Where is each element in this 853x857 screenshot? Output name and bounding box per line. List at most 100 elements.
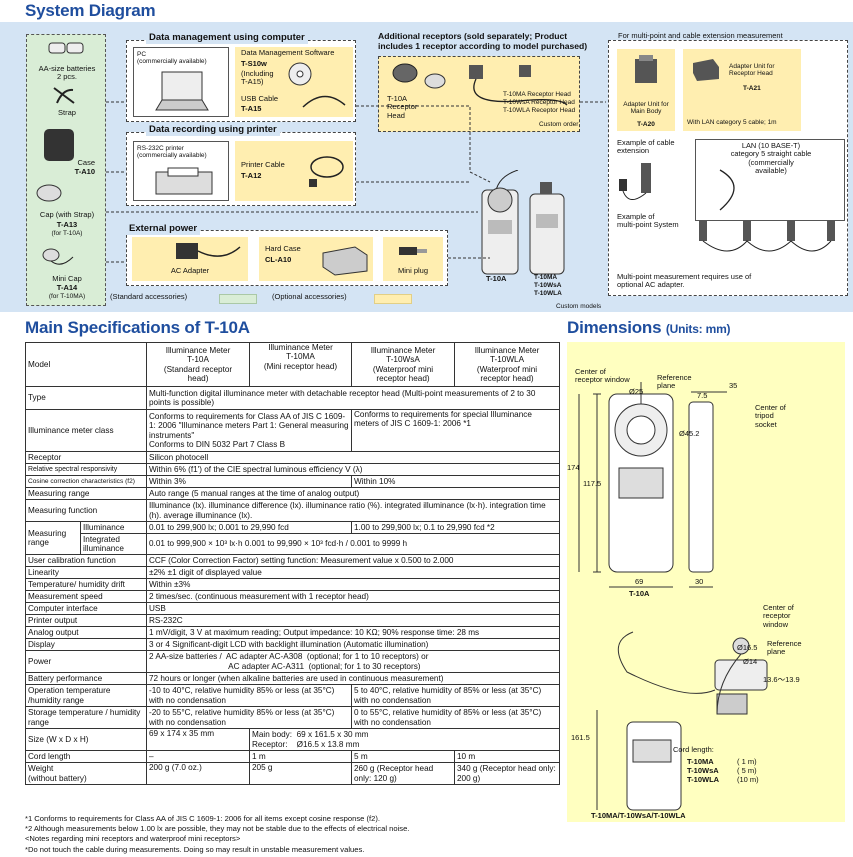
model-col-4: Illuminance Meter T-10WLA (Waterproof mi…: [454, 342, 560, 387]
cap-label: Cap (with Strap): [39, 210, 95, 219]
batteries-label: AA-size batteries 2 pcs.: [38, 64, 96, 82]
row-label: Relative spectral responsivity: [25, 463, 147, 476]
row-value: 0 to 55°C, relative humidity of 85% or l…: [351, 706, 560, 729]
row-value: –: [146, 750, 250, 763]
custom-models-label: Custom models: [556, 303, 602, 310]
table-row: Cosine correction characteristics (f2) W…: [25, 475, 560, 488]
table-row: Temperature/ humidity drift Within ±3%: [25, 578, 560, 591]
data-management-title: Data management using computer: [146, 32, 308, 44]
footnote: *1 Conforms to requirements for Class AA…: [25, 814, 380, 823]
ac-adapter-box: AC Adapter: [132, 237, 248, 281]
table-row: Weight (without battery) 200 g (7.0 oz.)…: [25, 762, 560, 785]
dimensions-title-text: Dimensions: [567, 318, 662, 337]
row-label: Size (W x D x H): [25, 728, 147, 751]
table-row: Printer output RS-232C: [25, 614, 560, 627]
row-value: 260 g (Receptor head only: 120 g): [351, 762, 455, 785]
row-label: Linearity: [25, 566, 147, 579]
row-label: Analog output: [25, 626, 147, 639]
row-label: Receptor: [25, 451, 147, 464]
cd-icon: [287, 61, 313, 87]
dim-69: 69: [635, 577, 644, 586]
row-label: Temperature/ humidity drift: [25, 578, 147, 591]
external-power-panel: AC Adapter Hard Case CL-A10 Mini plug: [126, 230, 448, 286]
mini-cap-for: (for T-10MA): [48, 293, 86, 300]
lan-note-label: LAN (10 BASE-T) category 5 straight cabl…: [730, 141, 812, 175]
mini-plug-box: Mini plug: [383, 237, 443, 281]
mini-receptor-icon: [459, 61, 569, 109]
wla-receptor-label: T-10WLA Receptor Head: [503, 107, 576, 114]
ac-adapter-label: AC Adapter: [170, 266, 210, 275]
specs-title: Main Specifications of T-10A: [25, 318, 250, 337]
legend-optional-swatch: [374, 294, 412, 304]
printer-box: RS-232C printer (commercially available): [133, 141, 229, 201]
ac-adapter-icon: [162, 239, 242, 265]
strap-icon: [49, 85, 79, 107]
usb-cable-icon: [299, 87, 349, 113]
case-icon: [41, 125, 77, 165]
reference-plane-label-2: Reference plane: [767, 639, 802, 657]
row-label: Power: [25, 650, 147, 673]
spec-table: Model Illuminance Meter T-10A (Standard …: [25, 342, 560, 785]
row-label: Operation temperature /humidity range: [25, 684, 147, 707]
row-value: ±2% ±1 digit of displayed value: [146, 566, 560, 579]
adapter-receptor-label: Adapter Unit for Receptor Head: [729, 63, 775, 78]
data-recording-panel: RS-232C printer (commercially available)…: [126, 132, 356, 206]
row-value: 0.01 to 999,900 × 10³ lx·h 0.001 to 99,9…: [146, 533, 560, 555]
row-label: Measuring range: [25, 521, 81, 555]
model-b-caption: T-10MA/T-10WsA/T-10WLA: [591, 811, 686, 820]
tripod-label: Center of tripod socket: [755, 403, 786, 429]
mini-plug-label: Mini plug: [397, 266, 428, 275]
lan-cable-icon: [712, 166, 752, 214]
table-row: Measurement speed 2 times/sec. (continuo…: [25, 590, 560, 603]
cable-ext-label: Example of cable extension: [617, 138, 675, 156]
model-col-1: Illuminance Meter T-10A (Standard recept…: [146, 342, 250, 387]
row-value: 2 times/sec. (continuous measurement wit…: [146, 590, 560, 603]
lan-cable-label: With LAN category 5 cable; 1m: [687, 119, 777, 126]
dimensions-panel: Center of receptor window Reference plan…: [567, 342, 845, 822]
receptors-panel: T-10A Receptor Head T-10MA Receptor Head…: [378, 56, 580, 132]
mini-cap-code: T-A14: [56, 283, 78, 292]
row-value: Auto range (5 manual ranges at the time …: [146, 487, 560, 500]
row-value: RS-232C: [146, 614, 560, 627]
cord-wla-value: (10 m): [737, 775, 759, 784]
table-row: Analog output 1 mV/digit, 3 V at maximum…: [25, 626, 560, 639]
row-value: USB: [146, 602, 560, 615]
system-diagram-title: System Diagram: [25, 1, 156, 20]
software-incl: (Including T-A15): [241, 69, 274, 87]
laptop-icon: [154, 70, 210, 114]
model-t10wsa-label: T-10WsA: [534, 282, 562, 289]
row-value: Conforms to requirements for Class AA of…: [146, 409, 352, 452]
mini-cap-label: Mini Cap: [52, 274, 82, 283]
row-label: Measurement speed: [25, 590, 147, 603]
model-a-caption: T-10A: [629, 589, 650, 598]
row-value: 5 to 40°C, relative humidity of 85% or l…: [351, 684, 560, 707]
row-label: Computer interface: [25, 602, 147, 615]
row-value: 200 g (7.0 oz.): [146, 762, 250, 785]
multi-system-icon: [689, 211, 845, 265]
adapter-receptor-code: T-A21: [743, 85, 761, 92]
dim-174: 174: [567, 463, 580, 472]
printer-cable-code: T-A12: [241, 171, 262, 180]
mini-plug-icon: [397, 241, 429, 261]
lan-note-box: LAN (10 BASE-T) category 5 straight cabl…: [695, 139, 845, 221]
row-value: Main body: 69 x 161.5 x 30 mm Receptor: …: [249, 728, 560, 751]
row-label: Measuring range: [25, 487, 147, 500]
row-label: Measuring function: [25, 499, 147, 522]
software-label: Data Management Software: [241, 48, 335, 57]
dim-13-6: 13.6〜13.9: [763, 675, 800, 684]
mini-cap-icon: [41, 245, 77, 271]
multipoint-title: For multi-point and cable extension meas…: [618, 31, 848, 41]
row-label: Printer output: [25, 614, 147, 627]
center-window-label-2: Center of receptor window: [763, 603, 794, 629]
dim-d14: Ø14: [743, 657, 758, 666]
connection-lines: [106, 101, 606, 263]
hard-case-code: CL-A10: [265, 255, 292, 264]
row-value: 69 x 174 x 35 mm: [146, 728, 250, 751]
row-value: 1.00 to 299,900 lx; 0.1 to 29,990 fcd *2: [351, 521, 560, 534]
row-value: Within 3%: [146, 475, 352, 488]
dimensions-title: Dimensions (Units: mm): [567, 318, 731, 337]
row-label: Cosine correction characteristics (f2): [25, 475, 147, 488]
hard-case-icon: [319, 243, 369, 277]
model-col-3: Illuminance Meter T-10WsA (Waterproof mi…: [351, 342, 455, 387]
pc-label: PC (commercially available): [137, 51, 207, 66]
